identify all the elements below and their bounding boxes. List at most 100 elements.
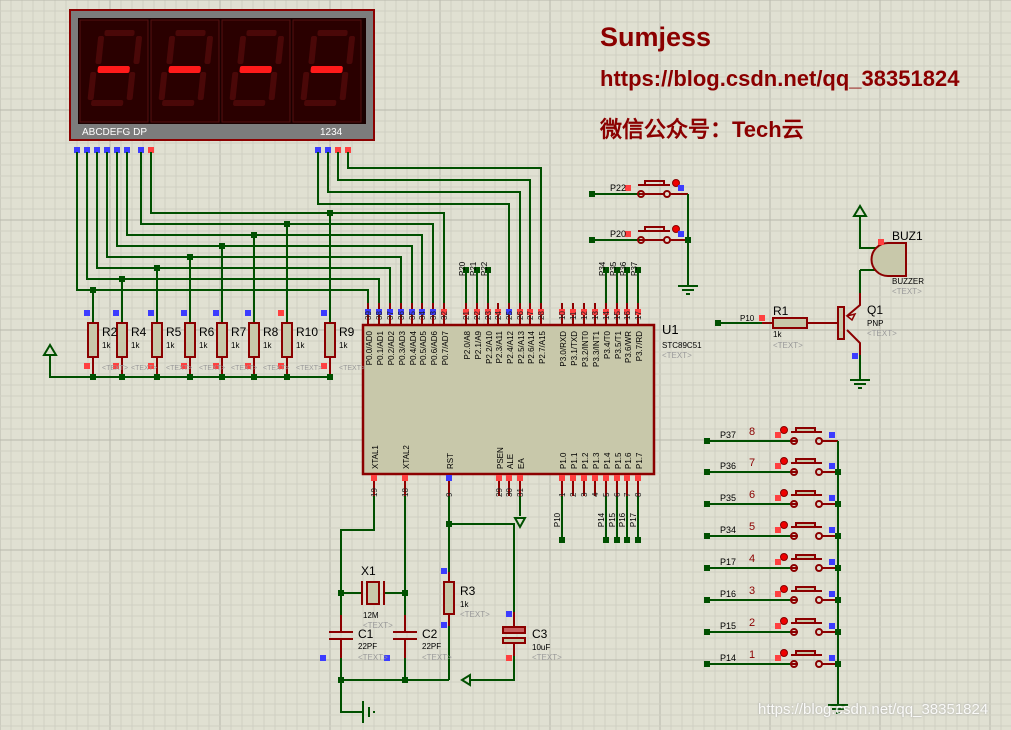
crystal-text: <TEXT> [363, 621, 393, 630]
watermark: https://blog.csdn.net/qq_38351824 [758, 701, 989, 718]
resistor-text: <TEXT> [263, 365, 289, 372]
segment [168, 66, 201, 73]
pin-number: 5 [602, 492, 611, 497]
pin-marker [506, 655, 512, 661]
pushbutton-P22[interactable] [638, 180, 670, 186]
pin-name: P0.7/AD7 [441, 330, 450, 365]
pin-number: 37 [386, 311, 395, 320]
resistor-value: 1k [131, 341, 140, 350]
pin-marker [398, 309, 404, 315]
pushbutton-key-5[interactable] [791, 522, 822, 528]
pushbutton-key-6[interactable] [791, 490, 822, 496]
pin-marker [559, 475, 565, 481]
power-icon [460, 673, 471, 687]
capacitor-ref: C2 [422, 627, 438, 641]
capacitor-c3-plus[interactable] [502, 626, 526, 634]
pushbutton-key-8[interactable] [791, 427, 822, 433]
wire [327, 152, 521, 303]
pin-name: P3.2/INT0 [581, 330, 590, 367]
pin-marker [148, 310, 154, 316]
resistor-R5[interactable] [151, 322, 163, 358]
junction-dot [402, 677, 408, 683]
net-label: P21 [469, 261, 478, 276]
mcu-u1[interactable] [361, 323, 656, 476]
pin-marker [148, 147, 154, 153]
pushbutton-key-7[interactable] [791, 458, 822, 464]
pin-number: 2 [569, 492, 578, 497]
crystal-x1[interactable] [366, 581, 380, 605]
crystal-ref: X1 [361, 564, 376, 578]
pushbutton-key-2[interactable] [791, 618, 822, 624]
switch-contact [790, 468, 798, 476]
pushbutton-key-1[interactable] [791, 650, 822, 656]
net-label: P22 [480, 261, 489, 276]
capacitor-value: 22PF [422, 642, 441, 651]
pin-marker [527, 309, 533, 315]
resistor-r1[interactable] [772, 317, 808, 329]
pin-number: 35 [408, 311, 417, 320]
pin-marker [446, 475, 452, 481]
resistor-R8[interactable] [248, 322, 260, 358]
pin-marker [113, 363, 119, 369]
crystal-value: 12M [363, 611, 379, 620]
segment [317, 30, 348, 36]
net-label: P16 [720, 589, 736, 599]
resistor-R4[interactable] [116, 322, 128, 358]
resistor-R9[interactable] [324, 322, 336, 358]
pin-marker [402, 475, 408, 481]
pin-number: 31 [516, 488, 525, 497]
net-label: P16 [618, 512, 627, 527]
resistor-r3[interactable] [443, 581, 455, 615]
power-icon [513, 517, 527, 530]
pin-name: P1.1 [570, 452, 579, 469]
pin-marker [148, 363, 154, 369]
ground-icon [850, 379, 870, 389]
pin-number: 23 [484, 311, 493, 320]
resistor-value: 1k [166, 341, 175, 350]
pushbutton-key-4[interactable] [791, 554, 822, 560]
pin-name: EA [517, 458, 526, 469]
junction-dot [463, 267, 469, 273]
pin-number: 25 [505, 311, 514, 320]
capacitor-ref: C1 [358, 627, 374, 641]
resistor-R6[interactable] [184, 322, 196, 358]
switch-contact [790, 564, 798, 572]
pin-number: 30 [505, 488, 514, 497]
button-indicator [672, 225, 680, 233]
pin-marker [315, 147, 321, 153]
resistor-ref: R8 [263, 325, 279, 339]
switch-contact [790, 532, 798, 540]
pin-name: P2.3/A11 [495, 330, 504, 363]
wire [347, 152, 542, 303]
power-icon [42, 343, 58, 356]
switch-contact [663, 190, 671, 198]
resistor-value: 1k [296, 341, 305, 350]
buzzer-buz1[interactable] [870, 242, 907, 277]
capacitor-c3[interactable] [502, 637, 526, 644]
segment [229, 72, 239, 100]
switch-contact [815, 660, 823, 668]
net-label: P34 [598, 261, 607, 276]
transistor-q1[interactable] [837, 306, 845, 340]
junction-dot [119, 276, 125, 282]
pin-name: P2.4/A12 [506, 330, 515, 363]
pushbutton-key-3[interactable] [791, 586, 822, 592]
resistor-text: <TEXT> [231, 365, 257, 372]
resistor-R7[interactable] [216, 322, 228, 358]
pushbutton-P20[interactable] [638, 226, 670, 232]
pin-marker [614, 309, 620, 315]
pin-marker [325, 147, 331, 153]
wechat-label: 微信公众号：Tech云 [600, 117, 804, 142]
pin-name: P1.4 [603, 452, 612, 469]
junction-dot [589, 191, 595, 197]
pin-name: P1.5 [614, 452, 623, 469]
pin-marker [678, 185, 684, 191]
resistor-R10[interactable] [281, 322, 293, 358]
pin-marker [625, 185, 631, 191]
net-label: P10 [740, 314, 755, 323]
resistor-R2[interactable] [87, 322, 99, 358]
pin-marker [570, 309, 576, 315]
ground-icon [678, 285, 698, 295]
switch-contact [815, 437, 823, 445]
